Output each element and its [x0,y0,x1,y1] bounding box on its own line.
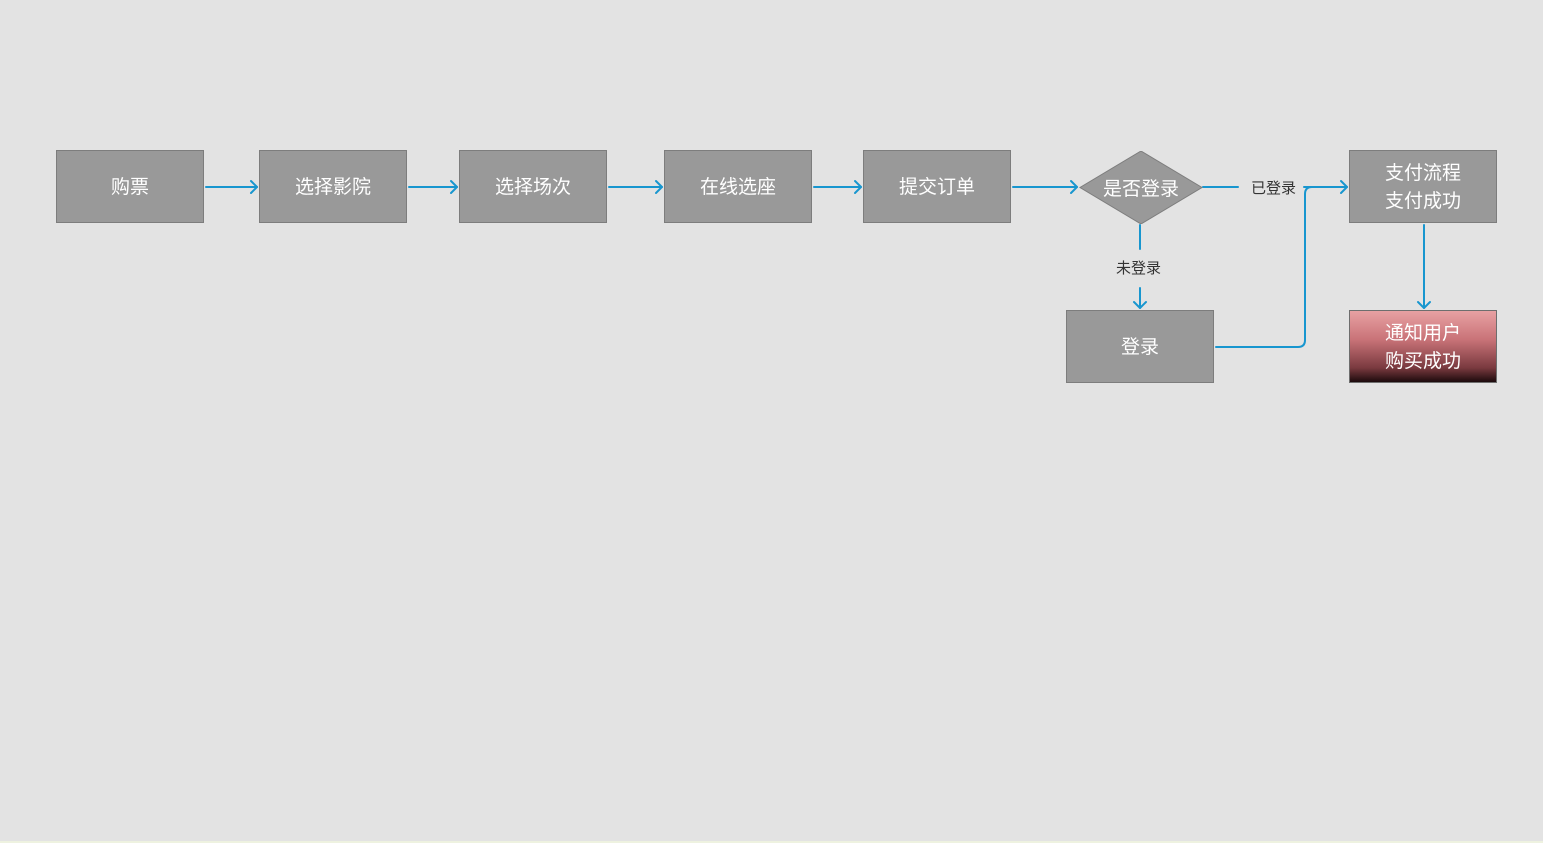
connector-logged-in-to-payment-arrowhead [1340,180,1348,194]
node-submit-order[interactable]: 提交订单 [863,150,1011,223]
connector-login-to-payment [1215,186,1313,348]
node-select-showtime[interactable]: 选择场次 [459,150,607,223]
edge-label-logged-in: 已登录 [1249,179,1299,197]
node-payment-label: 支付流程 支付成功 [1384,161,1461,212]
bottom-edge-strip [0,841,1543,843]
connector-payment-to-notify-arrowhead [1417,301,1431,309]
node-login-label: 登录 [1120,335,1159,358]
node-notify-user-label: 通知用户 购买成功 [1384,321,1461,372]
connector-not-logged-in-to-login-arrowhead [1133,301,1147,309]
connector-seat-to-submit-arrowhead [854,180,862,194]
node-online-seat-label: 在线选座 [699,175,776,198]
node-login[interactable]: 登录 [1066,310,1214,383]
decision-diamond-shape [1079,151,1203,224]
node-buy-ticket-label: 购票 [110,175,149,198]
connector-showtime-to-seat-arrowhead [655,180,663,194]
decision-is-logged-in-label: 是否登录 [1102,178,1179,200]
connector-submit-to-decision-arrowhead [1070,180,1078,194]
connector-cinema-to-showtime-arrowhead [450,180,458,194]
edge-label-not-logged-in: 未登录 [1114,259,1164,277]
node-select-cinema-label: 选择影院 [294,175,371,198]
decision-is-logged-in[interactable]: 是否登录 [1079,151,1203,224]
node-online-seat[interactable]: 在线选座 [664,150,812,223]
node-submit-order-label: 提交订单 [898,175,975,198]
node-notify-user[interactable]: 通知用户 购买成功 [1349,310,1497,383]
connector-buy-to-cinema-arrowhead [250,180,258,194]
node-buy-ticket[interactable]: 购票 [56,150,204,223]
node-select-cinema[interactable]: 选择影院 [259,150,407,223]
node-payment[interactable]: 支付流程 支付成功 [1349,150,1497,223]
node-select-showtime-label: 选择场次 [494,175,571,198]
